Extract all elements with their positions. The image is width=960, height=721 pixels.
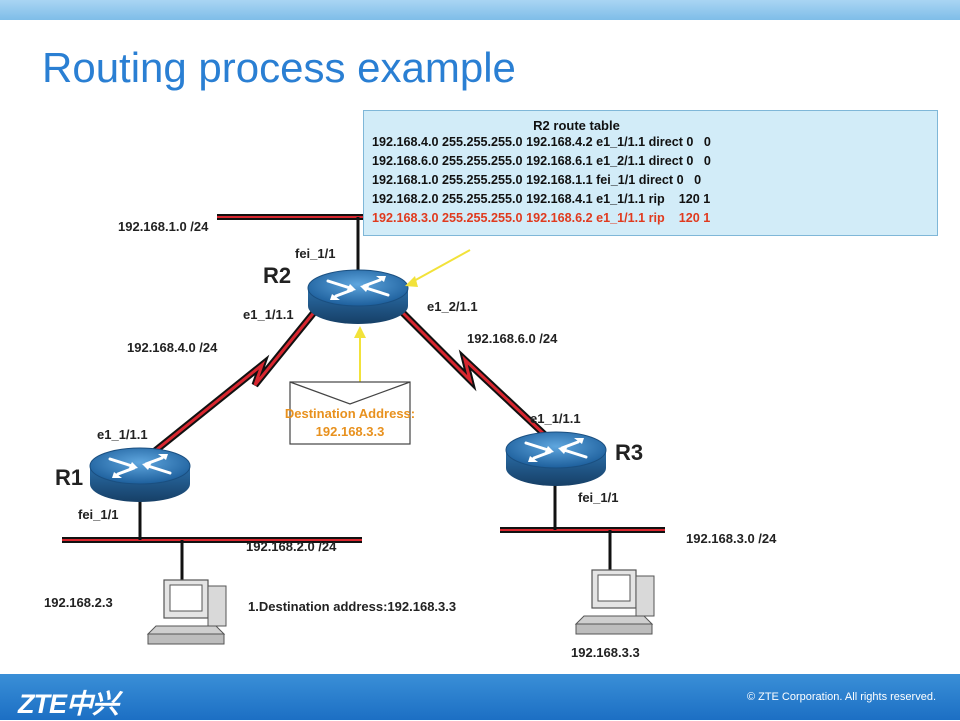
host-pc1-icon[interactable]: [147, 579, 227, 645]
router-r1-name: R1: [55, 465, 83, 490]
route-table-row-highlight: 192.168.3.0 255.255.255.0 192.168.6.2 e1…: [372, 211, 711, 225]
zte-logo: ZTE中兴: [18, 689, 119, 719]
arrow-to-r2-table-icon: [405, 249, 471, 287]
host-pc1-address: 192.168.2.3: [44, 595, 113, 610]
r2-route-table: R2 route table 192.168.4.0 255.255.255.0…: [363, 110, 938, 236]
copyright-text: © ZTE Corporation. All rights reserved.: [746, 691, 936, 703]
network-label-6: 192.168.6.0 /24: [467, 331, 558, 346]
packet-label: Destination Address:: [285, 406, 415, 421]
wan-link-r2-r3: [392, 302, 548, 438]
lan-segment-192-168-2-0: [62, 495, 362, 580]
network-label-2: 192.168.2.0 /24: [246, 539, 337, 554]
route-table-title: R2 route table: [533, 118, 620, 133]
top-banner: [0, 0, 960, 20]
route-table-row: 192.168.6.0 255.255.255.0 192.168.6.1 e1…: [372, 154, 711, 168]
host-pc3-address: 192.168.3.3: [571, 645, 640, 660]
footer-bar: ZTE中兴 © ZTE Corporation. All rights rese…: [0, 674, 960, 720]
router-r3-icon[interactable]: [504, 430, 608, 488]
lan-segment-192-168-3-0: [500, 485, 665, 570]
r3-e1-label: e1_1/1.1: [530, 411, 581, 426]
packet-envelope-icon: [289, 381, 411, 445]
step-note: 1.Destination address:192.168.3.3: [248, 599, 456, 614]
r2-e1-2-label: e1_2/1.1: [427, 299, 478, 314]
r3-fei-label: fei_1/1: [578, 490, 618, 505]
arrow-packet-to-r2-icon: [354, 326, 366, 382]
r1-fei-label: fei_1/1: [78, 507, 118, 522]
host-pc3-icon[interactable]: [575, 569, 655, 635]
router-r2-icon[interactable]: [306, 268, 410, 326]
page-title: Routing process example: [42, 44, 516, 91]
router-r2-name: R2: [263, 263, 291, 288]
packet-address: 192.168.3.3: [316, 424, 385, 439]
r1-e1-label: e1_1/1.1: [97, 427, 148, 442]
route-table-row: 192.168.1.0 255.255.255.0 192.168.1.1 fe…: [372, 173, 702, 187]
route-table-row: 192.168.4.0 255.255.255.0 192.168.4.2 e1…: [372, 135, 711, 149]
route-table-row: 192.168.2.0 255.255.255.0 192.168.4.1 e1…: [372, 192, 711, 206]
r2-fei-label: fei_1/1: [295, 246, 335, 261]
network-label-4: 192.168.4.0 /24: [127, 340, 218, 355]
router-r3-name: R3: [615, 440, 643, 465]
network-label-1: 192.168.1.0 /24: [118, 219, 209, 234]
network-label-3: 192.168.3.0 /24: [686, 531, 777, 546]
wan-link-r1-r2: [147, 302, 323, 458]
r2-e1-1-label: e1_1/1.1: [243, 307, 294, 322]
router-r1-icon[interactable]: [88, 446, 192, 504]
